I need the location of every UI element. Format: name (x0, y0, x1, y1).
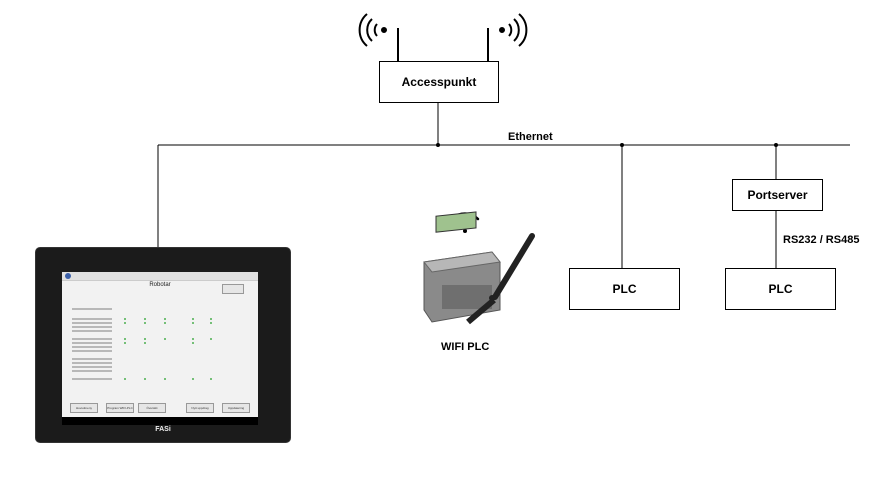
logo-icon (65, 273, 71, 279)
hmi-tablet: Robotar Huvudmeny Program WIFI-PLC Övers… (36, 248, 290, 442)
portserver-node: Portserver (732, 179, 823, 211)
accesspoint-label: Accesspunkt (401, 75, 477, 89)
serial-label: RS232 / RS485 (783, 234, 860, 246)
screen-header (62, 272, 258, 281)
plc-node: PLC (569, 268, 680, 310)
plc-label: PLC (612, 282, 637, 296)
screen-button: Huvudmeny (70, 403, 98, 413)
wifi-plc-device (423, 211, 535, 325)
plc-serial-label: PLC (768, 282, 793, 296)
tablet-screen: Robotar Huvudmeny Program WIFI-PLC Övers… (62, 272, 258, 417)
android-navbar (62, 417, 258, 425)
screen-button: Nytt uppdrag (186, 403, 214, 413)
junction-dot (436, 143, 440, 147)
program-button (222, 284, 244, 294)
plc-node-serial: PLC (725, 268, 836, 310)
ethernet-label: Ethernet (508, 131, 553, 143)
wifi-signal-icon (499, 13, 528, 47)
screen-title: Robotar (149, 282, 171, 288)
junction-dot (620, 143, 624, 147)
junction-dot (774, 143, 778, 147)
antenna (466, 297, 496, 325)
accesspoint-node: Accesspunkt (379, 61, 499, 103)
portserver-label: Portserver (747, 188, 808, 202)
antenna (492, 233, 535, 300)
screen-button: Översikt (138, 403, 166, 413)
screen-button: Program WIFI-PLC (106, 403, 134, 413)
wifi-signal-icon (358, 13, 387, 47)
wifi-plc-label: WIFI PLC (441, 341, 490, 353)
tablet-brand: FASi (155, 426, 171, 433)
screen-button: Uppdatering (222, 403, 250, 413)
